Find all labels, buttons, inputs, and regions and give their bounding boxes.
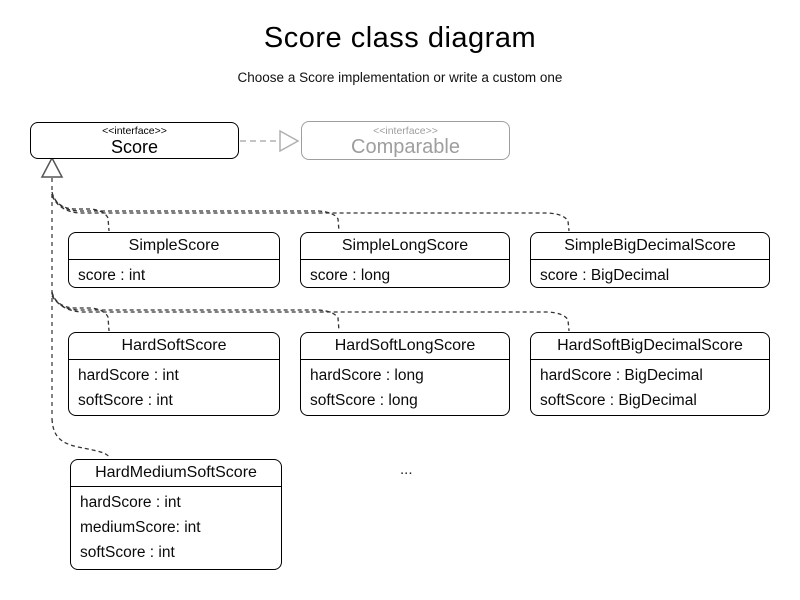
connector-simplelongscore: [51, 193, 340, 232]
stereotype-label: <<interface>>: [373, 124, 438, 137]
class-name: SimpleScore: [69, 233, 279, 260]
realization-arrowhead-comparable: [279, 129, 300, 153]
class-name: HardSoftLongScore: [301, 333, 509, 360]
class-attribute: hardScore : BigDecimal: [540, 367, 703, 384]
page-subtitle: Choose a Score implementation or write a…: [237, 70, 563, 85]
class-name: HardMediumSoftScore: [71, 460, 281, 487]
class-attribute: softScore : int: [78, 392, 173, 409]
more-implementations-ellipsis: ...: [400, 461, 413, 478]
connector-simplebigdecimalscore: [51, 195, 570, 232]
interface-box-score: <<interface>> Score: [30, 122, 239, 159]
class-attribute: score : long: [310, 267, 391, 284]
connector-hardsoftscore: [51, 291, 110, 332]
class-box-simplebigdecimalscore: SimpleBigDecimalScore score : BigDecimal: [530, 232, 770, 288]
interface-box-comparable: <<interface>> Comparable: [301, 121, 510, 160]
connector-hardsoftbigdecimalscore: [51, 295, 570, 332]
class-name: HardSoftBigDecimalScore: [531, 333, 769, 360]
class-attribute: score : BigDecimal: [540, 267, 670, 284]
connector-hardmediumsoftscore: [51, 418, 111, 459]
class-name: HardSoftScore: [69, 333, 279, 360]
class-attribute: hardScore : int: [78, 367, 179, 384]
class-box-simplescore: SimpleScore score : int: [68, 232, 280, 288]
class-attribute: score : int: [78, 267, 146, 284]
class-box-hardmediumsoftscore: HardMediumSoftScore hardScore : int medi…: [70, 459, 282, 570]
class-box-hardsoftscore: HardSoftScore hardScore : int softScore …: [68, 332, 280, 416]
class-attribute: softScore : int: [80, 544, 175, 561]
class-attribute: hardScore : int: [80, 494, 181, 511]
class-box-simplelongscore: SimpleLongScore score : long: [300, 232, 510, 288]
generalization-triangle-score: [40, 156, 64, 178]
page-title: Score class diagram: [263, 22, 537, 54]
class-attribute: softScore : long: [310, 392, 418, 409]
class-attribute: mediumScore: int: [80, 519, 201, 536]
stereotype-label: <<interface>>: [102, 124, 167, 137]
interface-name: Comparable: [351, 135, 460, 158]
class-name: SimpleBigDecimalScore: [531, 233, 769, 260]
interface-name: Score: [110, 136, 159, 157]
class-attribute: softScore : BigDecimal: [540, 392, 697, 409]
class-name: SimpleLongScore: [301, 233, 509, 260]
class-box-hardsoftbigdecimalscore: HardSoftBigDecimalScore hardScore : BigD…: [530, 332, 770, 416]
class-box-hardsoftlongscore: HardSoftLongScore hardScore : long softS…: [300, 332, 510, 416]
class-attribute: hardScore : long: [310, 367, 424, 384]
